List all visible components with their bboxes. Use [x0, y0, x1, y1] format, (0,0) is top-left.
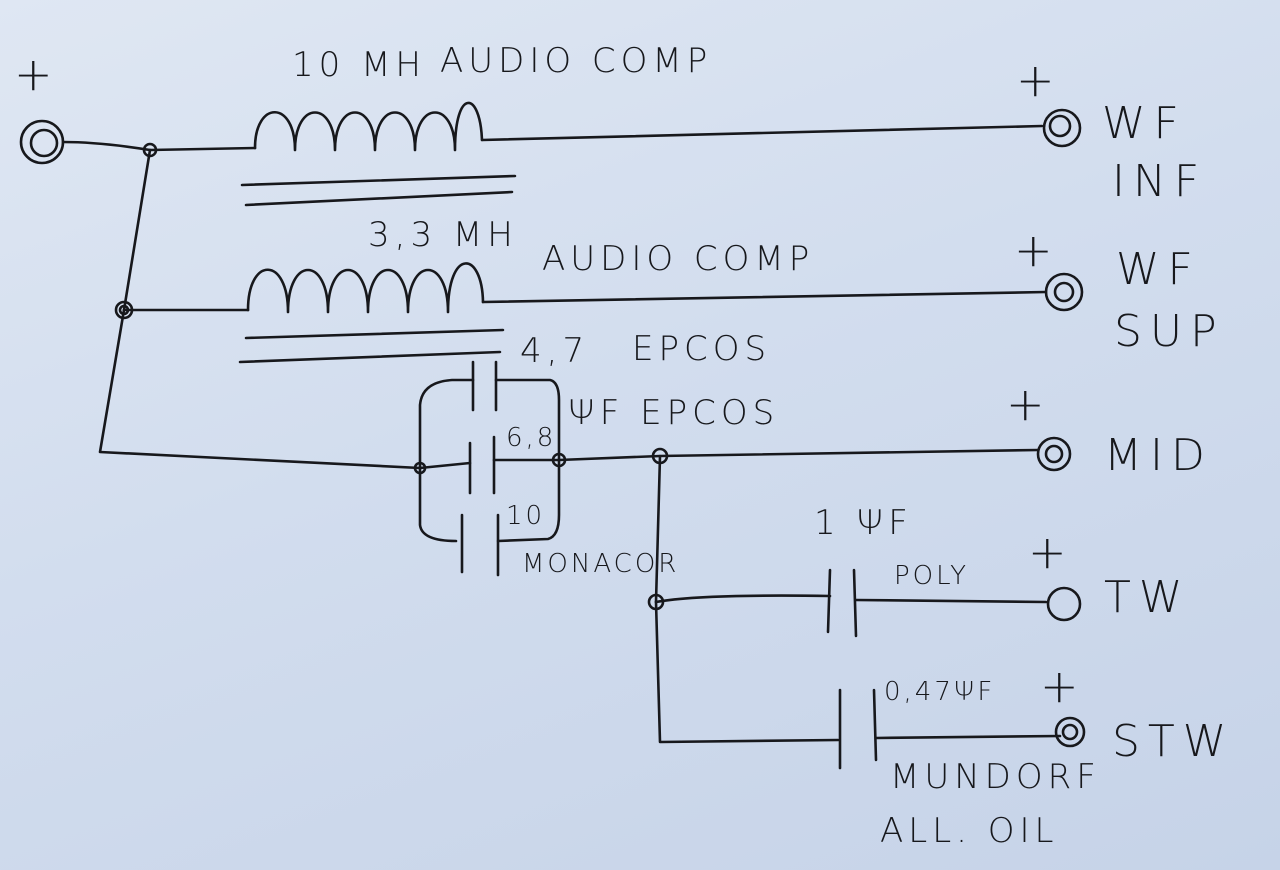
- output-plus-sign: +: [1014, 223, 1059, 277]
- wire-mid-out: [557, 448, 1040, 462]
- output-terminal-ring: [1054, 716, 1086, 748]
- cap-c-value: 10: [506, 501, 545, 531]
- input-plus-sign: +: [14, 47, 59, 101]
- output-terminal-ring: [1046, 586, 1082, 622]
- wire-stw-out: [874, 734, 1062, 740]
- wire-tw-out: [854, 598, 1048, 604]
- cap-a-value: 4,7: [520, 331, 589, 371]
- output-label: TW: [1104, 572, 1190, 623]
- output-label: STW: [1112, 716, 1234, 767]
- output-plus-sign: +: [1040, 659, 1085, 713]
- junction-node-inner: [118, 304, 130, 316]
- coil-wf-sup: 3,3 MH AUDIO COMP: [238, 215, 1048, 364]
- cap-b-value: 6,8: [506, 423, 556, 453]
- output-label: WF: [1116, 244, 1201, 295]
- tweeter-branch-wire: [654, 454, 662, 604]
- coil-wf-inf-winding: [253, 101, 484, 152]
- cap-bank-left-rail-top: [418, 378, 475, 470]
- output-terminal-inner-ring: [1044, 444, 1064, 464]
- output-plus-sign: +: [1016, 53, 1061, 107]
- cap-bank-left-rail-bottom: [418, 466, 458, 543]
- output-terminal-mid: + MID: [1006, 377, 1213, 481]
- output-terminal-tw: + TW: [1028, 525, 1190, 623]
- cap-bank-right-rail-top: [494, 378, 561, 462]
- output-sublabel: SUP: [1114, 306, 1225, 357]
- cap-bank-right-rail-bottom: [496, 458, 561, 543]
- cap-tw-type: POLY: [894, 561, 969, 591]
- cap-a-plates: [471, 360, 498, 412]
- output-terminal-wf-inf: + WF INF: [1016, 53, 1207, 207]
- wire-to-cap-tw: [654, 594, 832, 604]
- super-tweeter-branch-wire: [654, 600, 840, 744]
- junction-node: [142, 142, 158, 158]
- cap-stw-type: ALL. OIL: [880, 811, 1059, 851]
- input-terminal: +: [14, 47, 65, 165]
- cap-a-brand: EPCOS: [632, 329, 771, 369]
- output-plus-sign: +: [1006, 377, 1051, 431]
- coil-wf-inf: 10 MH AUDIO COMP: [240, 41, 1044, 207]
- cap-stw-brand: MUNDORF: [890, 757, 1101, 797]
- cap-b-left-lead: [418, 461, 472, 470]
- cap-stw-value: 0,47ΨF: [884, 677, 995, 707]
- input-wire: [61, 140, 152, 152]
- cap-tw-value: 1 ΨF: [814, 503, 913, 543]
- junction-node: [114, 300, 134, 320]
- bus-segment-upper: [122, 148, 152, 312]
- output-terminal-ring: [1042, 108, 1082, 148]
- wire-to-coil-inf: [148, 146, 257, 152]
- cap-tw: 1 ΨF POLY: [814, 503, 1048, 638]
- output-label: WF: [1102, 98, 1187, 149]
- coil-wf-inf-core: [240, 174, 517, 207]
- coil-wf-sup-winding: [246, 262, 485, 314]
- wire-wf-inf-out: [480, 124, 1044, 142]
- output-terminal-inner-ring: [1061, 723, 1079, 741]
- output-terminal-ring: [1036, 436, 1072, 472]
- output-label: MID: [1104, 430, 1213, 481]
- coil-wf-inf-type: AUDIO COMP: [440, 41, 712, 81]
- mid-and-tweeter-wiring: [557, 447, 1040, 744]
- mid-capacitor-bank: 4,7 EPCOS 6,8 ΨF EPCOS 10 MONACOR: [413, 329, 779, 579]
- main-bus-wiring: [61, 140, 422, 470]
- cap-c-brand: MONACOR: [522, 549, 679, 579]
- output-terminal-inner-ring: [1053, 281, 1075, 303]
- junction-node: [413, 461, 427, 475]
- output-terminal-ring: [1044, 272, 1084, 312]
- cap-b-plates: [468, 435, 496, 495]
- input-terminal-inner-ring: [29, 128, 59, 158]
- coil-wf-sup-type: AUDIO COMP: [542, 239, 814, 279]
- output-plus-sign: +: [1028, 525, 1073, 579]
- output-sublabel: INF: [1112, 156, 1207, 207]
- output-terminal-wf-sup: + WF SUP: [1014, 223, 1225, 357]
- cap-b-unit-brand: ΨF EPCOS: [568, 393, 779, 433]
- cap-tw-plates: [826, 568, 858, 638]
- output-terminal-stw: + STW: [1040, 659, 1234, 767]
- coil-wf-sup-value: 3,3 MH: [368, 215, 518, 255]
- coil-wf-sup-core: [238, 328, 505, 364]
- cap-stw: 0,47ΨF MUNDORF ALL. OIL: [838, 677, 1101, 851]
- cap-c-plates: [460, 513, 500, 577]
- coil-wf-inf-value: 10 MH: [292, 45, 426, 85]
- bus-to-mid-filter: [98, 308, 422, 470]
- cap-stw-plates: [838, 688, 878, 770]
- wire-wf-sup-out: [481, 290, 1048, 304]
- output-terminal-inner-ring: [1048, 114, 1072, 138]
